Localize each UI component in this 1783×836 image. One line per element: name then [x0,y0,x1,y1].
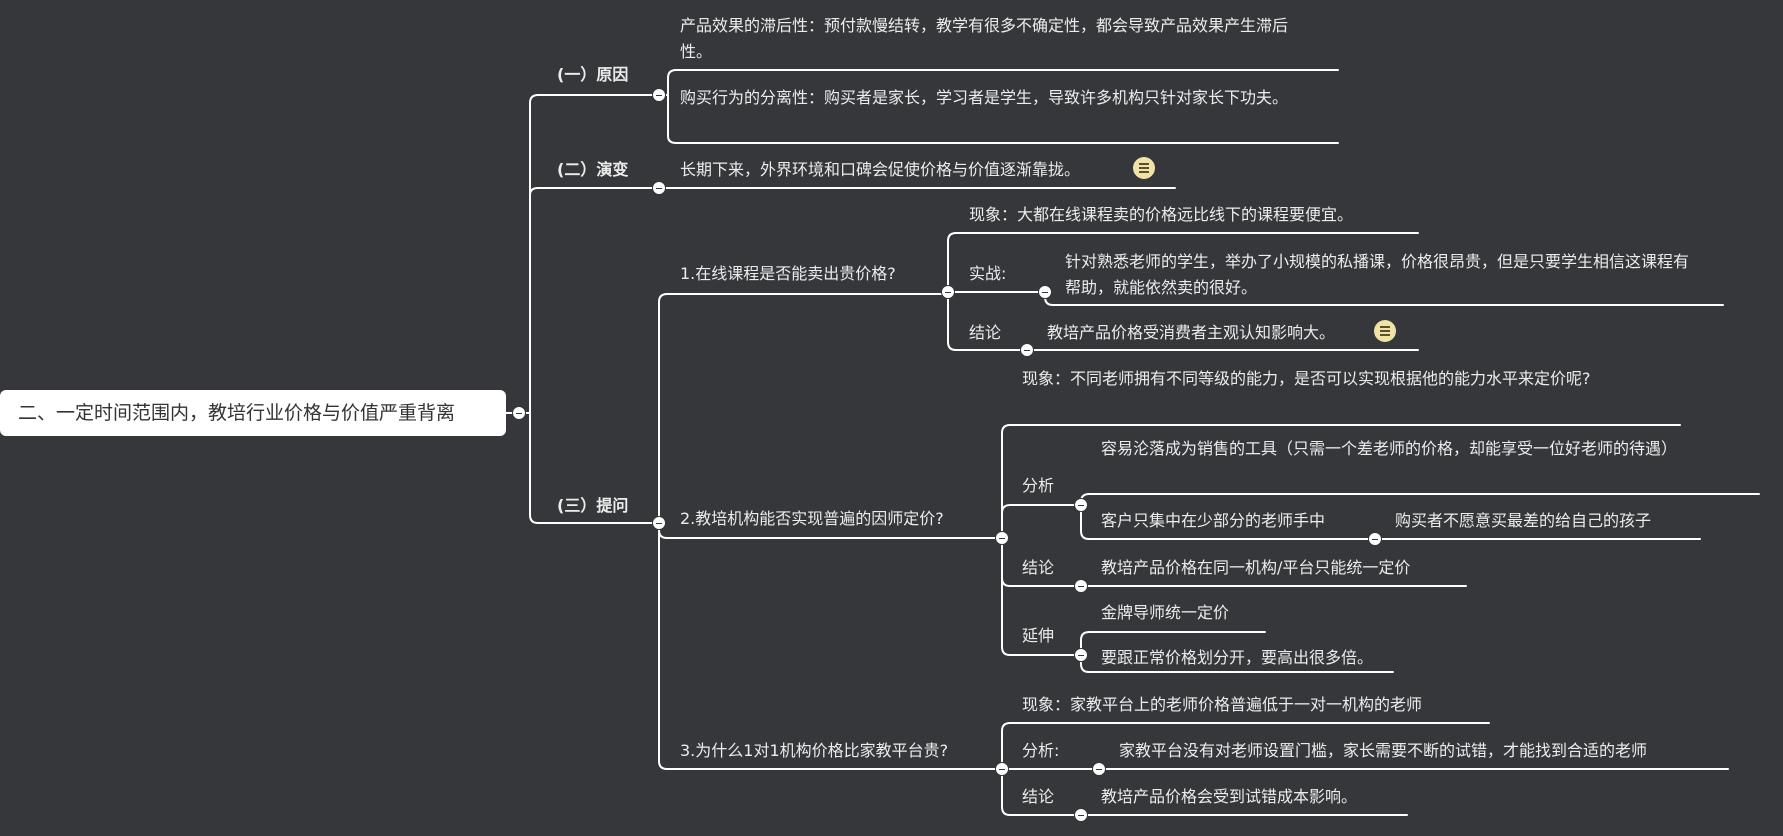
collapse-icon[interactable] [652,181,666,195]
q3-title[interactable]: 3.为什么1对1机构价格比家教平台贵? [680,741,949,760]
q2-extension-2[interactable]: 要跟正常价格划分开，要高出很多倍。 [1101,648,1374,667]
collapse-icon[interactable] [1038,285,1052,299]
root-topic[interactable]: 二、一定时间范围内，教培行业价格与价值严重背离 [0,390,506,436]
section-reason-label[interactable]: (一）原因 [557,65,629,84]
q2-conclusion-text[interactable]: 教培产品价格在同一机构/平台只能统一定价 [1101,558,1411,577]
collapse-icon[interactable] [1020,343,1034,357]
q1-phenomenon[interactable]: 现象：大都在线课程卖的价格远比线下的课程要便宜。 [969,205,1354,224]
collapse-icon[interactable] [652,516,666,530]
reason-item-separation[interactable]: 购买行为的分离性：购买者是家长，学习者是学生，导致许多机构只针对家长下功夫。 [680,88,1289,107]
collapse-icon[interactable] [941,285,955,299]
q1-conclusion-label[interactable]: 结论 [969,323,1002,342]
note-icon[interactable] [1133,157,1155,179]
collapse-icon[interactable] [1074,579,1088,593]
section-questions-label[interactable]: (三）提问 [557,496,629,515]
collapse-icon[interactable] [512,406,526,420]
reason-item-lag[interactable]: 产品效果的滞后性：预付款慢结转，教学有很多不确定性，都会导致产品效果产生滞后性。 [680,16,1289,61]
q3-phenomenon[interactable]: 现象：家教平台上的老师价格普遍低于一对一机构的老师 [1022,695,1423,714]
q3-conclusion-text[interactable]: 教培产品价格会受到试错成本影响。 [1101,787,1358,806]
section-evolution-label[interactable]: (二）演变 [557,160,629,179]
q2-analysis-2-child[interactable]: 购买者不愿意买最差的给自己的孩子 [1395,511,1652,530]
q1-title[interactable]: 1.在线课程是否能卖出贵价格? [680,264,896,283]
collapse-icon[interactable] [1074,498,1088,512]
collapse-icon[interactable] [995,762,1009,776]
q2-conclusion-label[interactable]: 结论 [1022,558,1055,577]
q3-analysis-label[interactable]: 分析: [1022,741,1060,760]
q2-analysis-2[interactable]: 客户只集中在少部分的老师手中 [1101,511,1326,530]
q2-extension-label[interactable]: 延伸 [1022,626,1055,645]
q1-conclusion-text[interactable]: 教培产品价格受消费者主观认知影响大。 [1047,323,1336,342]
collapse-icon[interactable] [652,88,666,102]
q2-title[interactable]: 2.教培机构能否实现普遍的因师定价? [680,509,944,528]
q3-conclusion-label[interactable]: 结论 [1022,787,1055,806]
q1-practice-label[interactable]: 实战: [969,264,1007,283]
q2-phenomenon[interactable]: 现象：不同老师拥有不同等级的能力，是否可以实现根据他的能力水平来定价呢? [1022,369,1591,388]
q2-analysis-1[interactable]: 容易沦落成为销售的工具（只需一个差老师的价格，却能享受一位好老师的待遇） [1101,439,1678,458]
q3-analysis-text[interactable]: 家教平台没有对老师设置门槛，家长需要不断的试错，才能找到合适的老师 [1119,741,1648,760]
collapse-icon[interactable] [1092,762,1106,776]
collapse-icon[interactable] [995,531,1009,545]
q2-analysis-label[interactable]: 分析 [1022,476,1055,495]
collapse-icon[interactable] [1074,808,1088,822]
note-icon[interactable] [1374,320,1396,342]
collapse-icon[interactable] [1368,532,1382,546]
q1-practice-text[interactable]: 针对熟悉老师的学生，举办了小规模的私播课，价格很昂贵，但是只要学生相信这课程有帮… [1065,252,1690,297]
q2-extension-1[interactable]: 金牌导师统一定价 [1101,603,1230,622]
collapse-icon[interactable] [1074,648,1088,662]
evolution-text[interactable]: 长期下来，外界环境和口碑会促使价格与价值逐渐靠拢。 [680,160,1081,179]
